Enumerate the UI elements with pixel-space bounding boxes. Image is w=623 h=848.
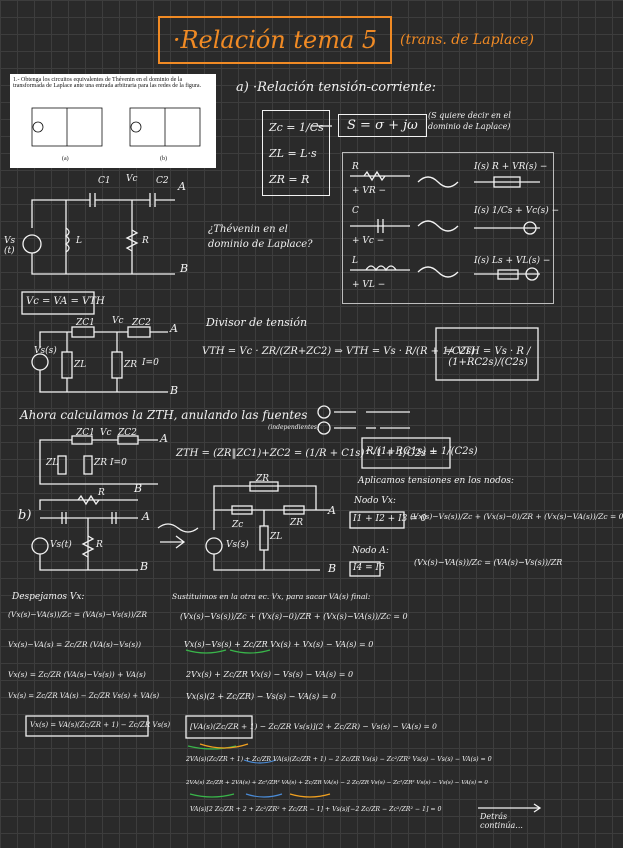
circuit-a-label-c1: C1 (98, 176, 111, 186)
sustituimos-line-1: (Vx(s)−Vs(s))/Zc + (Vx(s)−0)/ZR + (Vx(s)… (180, 612, 408, 621)
circuit-b-label-b: B (140, 560, 149, 573)
kcl-a: I4 = I5 (353, 563, 385, 573)
circuit-a-label-c2: C2 (156, 176, 169, 186)
circuit-a3-label-i0: I=0 (110, 458, 127, 468)
thevenin-question: ¿Thévenin en el dominio de Laplace? (208, 224, 313, 250)
circuit-a2-label-vs: Vs(s) (34, 346, 57, 356)
circuit-drawings (21, 125, 542, 813)
continues-note: Detrás continúa... (480, 812, 523, 830)
circuit-a-label-l: L (76, 236, 82, 246)
zth-equation: ZTH = (ZR‖ZC1)+ZC2 = (1/R + C1s)^-1 + 1/… (176, 448, 438, 459)
circuit-a-label-vs: Vs (t) (4, 236, 16, 256)
legend-l-right: I(s) Ls + VL(s) − (474, 256, 551, 266)
circuit-a3-label-vc: Vc (100, 428, 112, 438)
despejamos-line-1: (Vx(s)−VA(s))/Zc = (VA(s)−Vs(s))/ZR (8, 610, 148, 619)
despejamos-line-2: Vx(s)−VA(s) = Zc/ZR (VA(s)−Vs(s)) (8, 640, 142, 649)
sustituimos-line-7: 2VA(s) Zc/ZR + 2VA(s) + Zc²/ZR² VA(s) + … (186, 780, 488, 786)
circuit-a-label-vc: Vc (126, 174, 138, 184)
circuit-a3-label-a: A (160, 432, 168, 445)
element-relations-box (342, 152, 554, 304)
circuit-a2-label-b: B (170, 384, 179, 397)
circuit-b2-label-zl: ZL (270, 532, 283, 542)
circuit-a3-label-b: B (134, 482, 143, 495)
legend-r-left: R (352, 162, 359, 172)
circuit-a2-label-zr: ZR (124, 360, 138, 370)
despejamos-boxed-result: Vx(s) = VA(s)(Zc/ZR + 1) − Zc/ZR Vs(s) (30, 721, 171, 729)
impedance-zr: ZR = R (269, 173, 310, 186)
circuit-a-label-b: B (180, 262, 189, 275)
page-title: ·Relación tema 5 (158, 16, 392, 64)
legend-l-left: L (352, 256, 358, 266)
node-vx-equation: (Vx(s)−Vs(s))/Zc + (Vx(s)−0)/ZR + (Vx(s)… (410, 512, 623, 521)
sustituimos-line-4: Vx(s)(2 + Zc/ZR) − Vs(s) − VA(s) = 0 (186, 692, 337, 701)
circuit-a-label-r: R (142, 236, 149, 246)
zth-result: R/(1+RC1s) + 1/(C2s) (366, 446, 478, 457)
voltage-equality: Vc = VA = VTH (26, 296, 105, 307)
kcl-vx: I1 + I2 + I3 = 0 (353, 514, 427, 524)
legend-c-right: I(s) 1/Cs + Vc(s) − (474, 206, 560, 216)
section-a-heading: a) ·Relación tensión-corriente: (236, 80, 437, 95)
zth-note: (independientes) (268, 424, 320, 431)
nodes-heading: Aplicamos tensiones en los nodos: (358, 476, 514, 486)
despejamos-line-4: Vx(s) = Zc/ZR VA(s) − Zc/ZR Vs(s) + VA(s… (8, 692, 160, 700)
reference-circuits-drawing: (a) (b) (31, 107, 201, 162)
s-definition-note: (S quiere decir en el dominio de Laplace… (428, 111, 511, 131)
legend-c-left: C (352, 206, 359, 216)
circuit-b-label-a: A (142, 510, 150, 523)
sustituimos-line-5: [VA(s)(Zc/ZR + 1) − Zc/ZR Vs(s)](2 + Zc/… (190, 722, 437, 731)
sustituimos-line-2: Vx(s)−Vs(s) + Zc/ZR Vx(s) + Vx(s) − VA(s… (184, 640, 374, 649)
circuit-a3-label-zc2: ZC2 (118, 428, 137, 438)
circuit-b2-label-a: A (328, 504, 336, 517)
circuit-a3-label-zc1: ZC1 (76, 428, 95, 438)
circuit-b2-label-zc: Zc (232, 520, 244, 530)
circuit-b-label-r-top: R (98, 488, 105, 498)
circuit-b-label-vs: Vs(t) (50, 540, 72, 550)
node-a-label: Nodo A: (352, 546, 389, 556)
legend-l-mid: + VL − (352, 280, 386, 290)
section-b-label: b) (18, 508, 32, 523)
circuit-a3-label-zl: ZL (46, 458, 59, 468)
problem-reference-image: 1.- Obtenga los circuitos equivalentes d… (10, 74, 216, 168)
zth-heading: Ahora calculamos la ZTH, anulando las fu… (20, 408, 308, 422)
circuit-a2-label-zc1: ZC1 (76, 318, 95, 328)
impedance-box: Zc = 1/Cs ZL = L·s ZR = R (262, 110, 330, 196)
s-definition: S = σ + jω (338, 114, 427, 137)
circuit-a3-label-zr: ZR (94, 458, 108, 468)
circuit-a2-label-zl: ZL (74, 360, 87, 370)
impedance-zc: Zc = 1/Cs (269, 121, 324, 134)
vth-result: ⇒ VTH = Vs · R / (1+RC2s)/(C2s) (445, 346, 531, 368)
node-vx-label: Nodo Vx: (354, 496, 396, 506)
reference-label-a: (a) (62, 155, 69, 162)
reference-label-b: (b) (160, 155, 167, 162)
sustituimos-heading: Sustituimos en la otra ec. Vx, para saca… (172, 592, 371, 601)
circuit-a2-label-vc: Vc (112, 316, 124, 326)
legend-r-mid: + VR − (352, 186, 387, 196)
sustituimos-line-3: 2Vx(s) + Zc/ZR Vx(s) − Vs(s) − VA(s) = 0 (186, 670, 354, 679)
circuit-a-label-a: A (178, 180, 186, 193)
problem-statement: 1.- Obtenga los circuitos equivalentes d… (13, 77, 202, 89)
node-a-equation: (Vx(s)−VA(s))/Zc = (VA(s)−Vs(s))/ZR (414, 558, 563, 567)
circuit-a2-label-i0: I=0 (142, 358, 159, 368)
impedance-zl: ZL = L·s (269, 147, 317, 160)
page-subtitle: (trans. de Laplace) (400, 32, 534, 48)
divisor-heading: Divisor de tensión (206, 316, 308, 329)
legend-c-mid: + Vc − (352, 236, 385, 246)
circuit-a2-label-zc2: ZC2 (132, 318, 151, 328)
despejamos-heading: Despejamos Vx: (12, 592, 85, 602)
circuit-b2-label-zr-top: ZR (256, 474, 270, 484)
circuit-b2-label-vs: Vs(s) (226, 540, 249, 550)
circuit-b2-label-zr: ZR (290, 518, 304, 528)
legend-r-right: I(s) R + VR(s) − (474, 162, 548, 172)
circuit-a2-label-a: A (170, 322, 178, 335)
sustituimos-line-6: 2VA(s)(Zc/ZR + 1) + Zc/ZR VA(s)(Zc/ZR + … (186, 756, 492, 763)
circuit-b2-label-b: B (328, 562, 337, 575)
sustituimos-line-8: VA(s)[2 Zc/ZR + 2 + Zc²/ZR² + Zc/ZR − 1]… (190, 806, 442, 813)
divisor-equation: VTH = Vc · ZR/(ZR+ZC2) ⇒ VTH = Vs · R/(R… (202, 346, 475, 357)
despejamos-line-3: Vx(s) = Zc/ZR (VA(s)−Vs(s)) + VA(s) (8, 670, 146, 679)
circuit-b-label-r: R (96, 540, 103, 550)
